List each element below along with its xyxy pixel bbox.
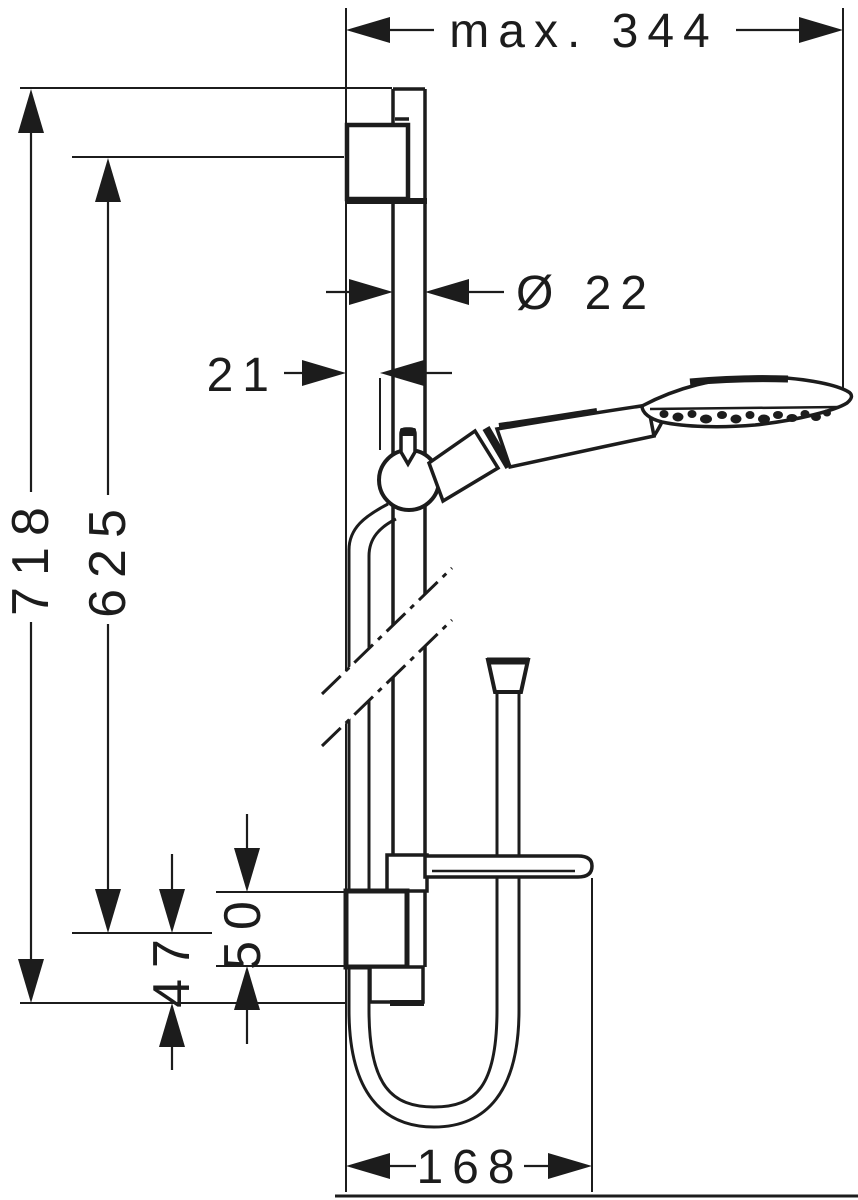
dimension-bracket-to-slider: 625 (79, 158, 137, 933)
dim-label-hose-loop-width: 168 (416, 1141, 523, 1194)
dimension-rail-diameter: Ø 22 (326, 267, 656, 320)
hand-shower (494, 375, 854, 470)
slider-unit (343, 853, 594, 1006)
break-symbol (320, 566, 454, 748)
holder-cone (426, 428, 501, 504)
extension-lines (20, 8, 844, 1192)
holder-lock-knob (399, 427, 417, 468)
dim-label-bottom-offset: 47 (143, 928, 201, 1008)
handle-joint-band (482, 425, 513, 470)
hose-connector (485, 657, 531, 694)
dimension-rail-offset: 21 (207, 349, 452, 402)
slider-body (343, 888, 410, 970)
dim-label-slider-height: 50 (214, 890, 272, 970)
dim-label-rail-diameter: Ø 22 (516, 267, 656, 320)
dim-label-rail-offset: 21 (207, 349, 278, 402)
dim-label-bracket-to-slider: 625 (79, 498, 137, 618)
head-top-band (689, 375, 789, 386)
dim-label-max-width: max. 344 (449, 5, 718, 58)
wall-rail (391, 87, 427, 967)
shower-hose (347, 502, 521, 1129)
dim-label-height-total: 718 (2, 496, 60, 616)
dimension-hose-loop-width: 168 (346, 1141, 592, 1194)
dimension-bottom-offset: 47 (143, 854, 201, 1070)
dimension-height-total: 718 (2, 89, 60, 1003)
dimension-slider-height: 50 (214, 814, 272, 1044)
slider-handle-bar (423, 854, 594, 879)
slider-clamp (385, 853, 429, 893)
rail-end-cap (368, 965, 425, 1004)
wall-bracket (344, 122, 427, 204)
spray-face-line (649, 405, 841, 411)
spray-nozzles (659, 409, 831, 424)
dimension-max-width: max. 344 (346, 5, 843, 58)
